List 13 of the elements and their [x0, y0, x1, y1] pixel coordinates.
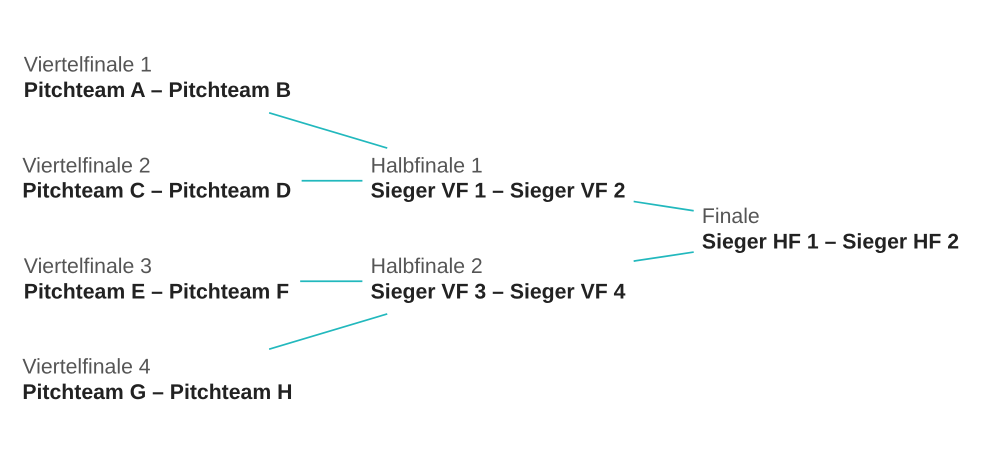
connector — [300, 280, 362, 282]
node-text: Finale Sieger HF 1 – Sieger HF 2 — [702, 204, 960, 254]
node-text: Viertelfinale 4 Pitchteam G – Pitchteam H — [22, 354, 292, 404]
node-text: Halbfinale 1 Sieger VF 1 – Sieger VF 2 — [370, 154, 626, 202]
connector — [268, 312, 388, 350]
node-text: Halbfinale 2 Sieger VF 3 – Sieger VF 4 — [370, 254, 626, 303]
node-text: Viertelfinale 1 Pitchteam A – Pitchteam B — [24, 53, 292, 102]
connector — [268, 112, 388, 148]
connector — [634, 250, 694, 262]
connector — [634, 200, 694, 212]
node-text: Viertelfinale 2 Pitchteam C – Pitchteam D — [22, 154, 292, 202]
connector — [302, 179, 362, 182]
node-text: Viertelfinale 3 Pitchteam E – Pitchteam F — [24, 254, 290, 303]
